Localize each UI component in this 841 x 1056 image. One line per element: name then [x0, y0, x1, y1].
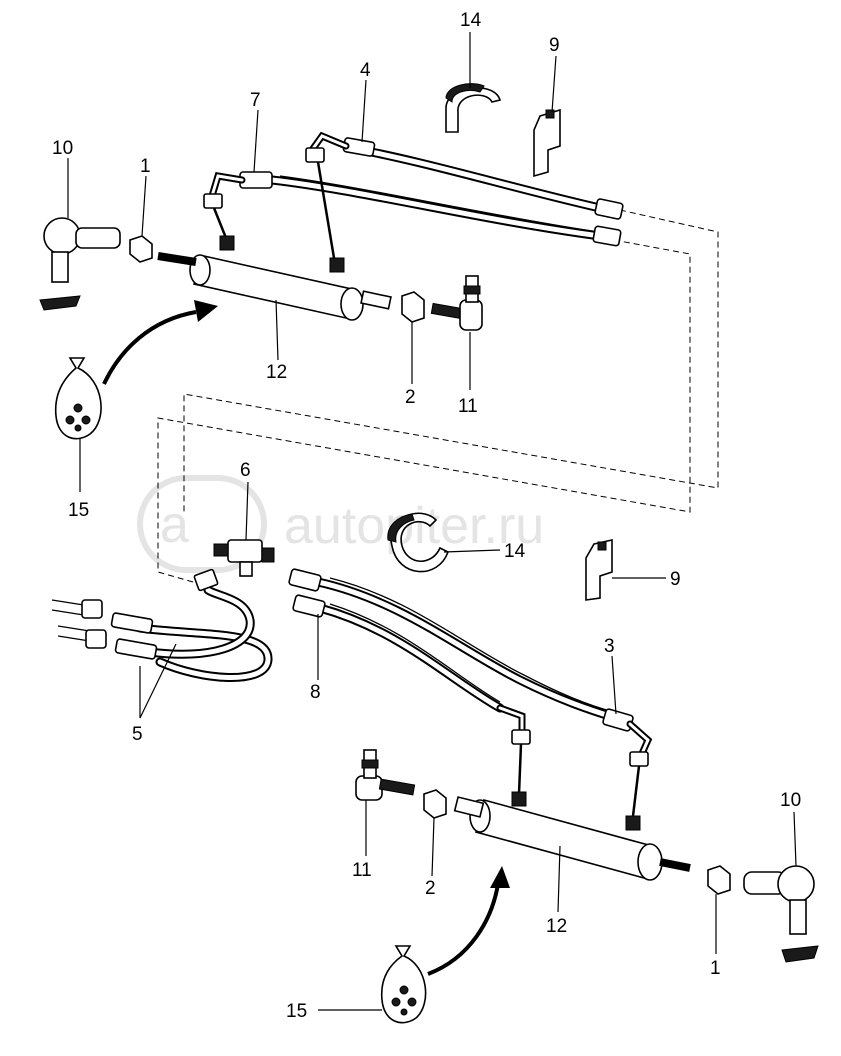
hose-8 [292, 594, 531, 745]
hose-7 [203, 171, 622, 247]
bracket-9-lower [585, 539, 613, 601]
callout-14-upper: 14 [460, 10, 482, 31]
hose-loop-5 [51, 568, 273, 682]
hydraulic-cylinder-12 [157, 252, 392, 321]
watermark-logo-frame [137, 475, 267, 573]
callout-12-lower: 12 [546, 916, 567, 937]
hose-3 [288, 568, 653, 767]
callout-4: 4 [360, 60, 371, 81]
curved-arrow-icon-lower [427, 866, 510, 976]
callout-2-upper: 2 [405, 387, 416, 408]
tie-rod-end-10 [39, 217, 121, 311]
callout-11-lower: 11 [352, 860, 372, 881]
parts-bag-icon [54, 357, 102, 440]
hydraulic-cylinder-12-lower [453, 796, 691, 881]
callout-1-lower: 1 [710, 958, 721, 979]
nut-2-lower [423, 789, 447, 819]
hose-4 [305, 131, 624, 220]
hose-clip-14 [445, 83, 502, 133]
callout-14-lower: 14 [504, 541, 526, 562]
callout-5: 5 [132, 724, 143, 745]
callout-7: 7 [250, 90, 261, 111]
nut-2 [401, 291, 425, 323]
bracket-9 [533, 108, 561, 178]
tee-fitting-6 [213, 539, 275, 577]
callout-10-upper: 10 [52, 138, 73, 159]
assembly-guides [157, 209, 719, 585]
lower-leader-lines [139, 481, 797, 1011]
callout-9-upper: 9 [549, 35, 560, 56]
callout-15-upper: 15 [68, 500, 89, 521]
nut-1 [129, 235, 153, 263]
lower-assembly: 6 14 9 3 8 5 10 11 2 12 1 15 [51, 460, 819, 1024]
upper-pipe-connectors [212, 161, 345, 273]
callout-1-upper: 1 [140, 156, 151, 177]
hose-clip-14-lower [387, 512, 449, 573]
callout-12-upper: 12 [266, 362, 287, 383]
curved-arrow-icon [102, 300, 218, 385]
tie-rod-end-11 [430, 275, 483, 331]
tie-rod-end-10-lower [743, 865, 819, 963]
watermark-text: autopiter.ru [284, 497, 544, 555]
callout-15-lower: 15 [286, 1001, 307, 1022]
parts-bag-icon-lower [380, 945, 427, 1024]
lower-pipe-connectors [511, 743, 641, 831]
upper-assembly: 10 1 7 4 14 9 12 2 11 15 [39, 10, 624, 521]
watermark-logo-text: a [160, 496, 189, 554]
tie-rod-end-11-lower [355, 749, 416, 801]
upper-leader-lines [67, 32, 557, 492]
callout-10-lower: 10 [780, 790, 801, 811]
nut-1-lower [707, 865, 731, 895]
watermark: a autopiter.ru [137, 475, 544, 573]
callout-6: 6 [240, 460, 251, 481]
callout-11-upper: 11 [458, 396, 478, 417]
callout-9-lower: 9 [670, 569, 681, 590]
callout-8: 8 [310, 682, 321, 703]
callout-2-lower: 2 [425, 878, 436, 899]
callout-3: 3 [604, 636, 615, 657]
